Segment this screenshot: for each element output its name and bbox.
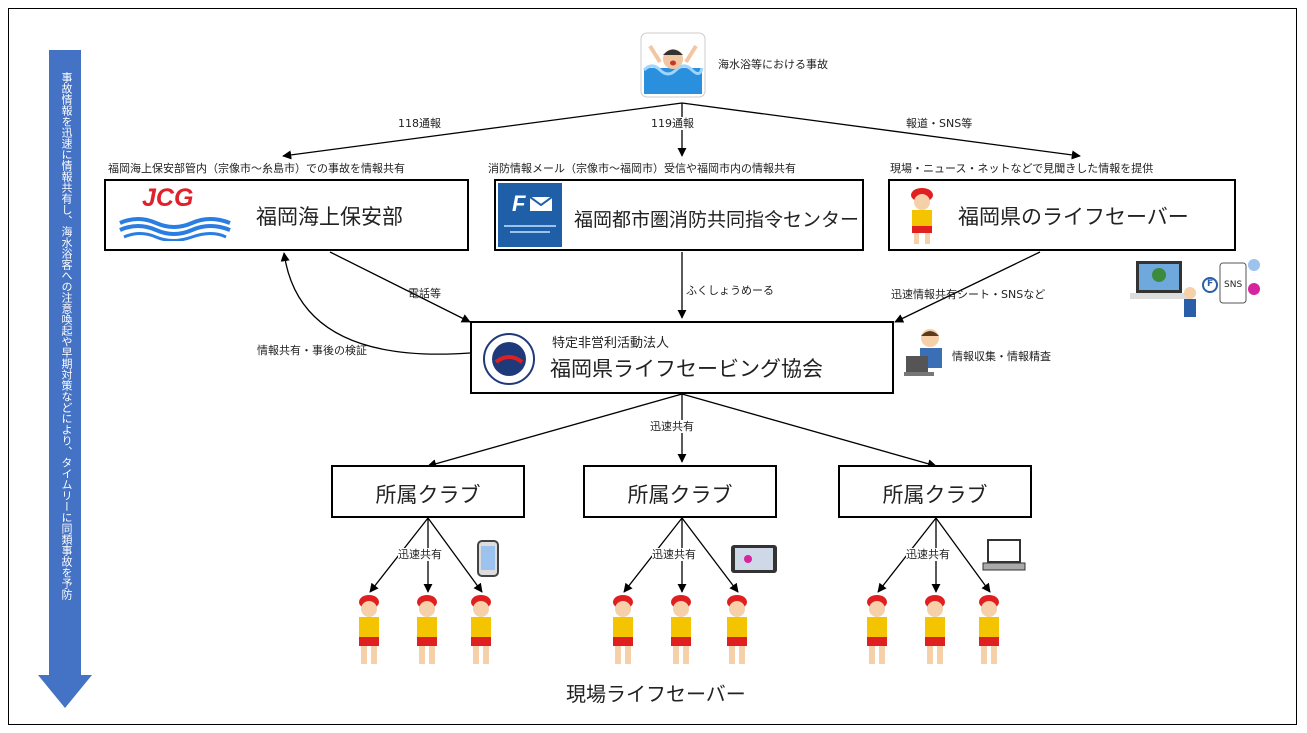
edge-assoc-club3 bbox=[681, 393, 937, 469]
club3-share-label: 迅速共有 bbox=[906, 548, 950, 562]
association-name: 福岡県ライフセービング協会 bbox=[550, 357, 823, 381]
coastguard-name: 福岡海上保安部 bbox=[256, 205, 403, 229]
jcg-logo-text: JCG bbox=[142, 184, 194, 212]
tablet-icon bbox=[731, 545, 777, 573]
fire-mail-logo: F bbox=[498, 183, 562, 247]
club-box-3: 所属クラブ bbox=[838, 465, 1032, 518]
coastguard-caption: 福岡海上保安部管内（宗像市～糸島市）での事故を情報共有 bbox=[108, 162, 405, 175]
club-box-2: 所属クラブ bbox=[583, 465, 777, 518]
club-name-3: 所属クラブ bbox=[882, 483, 988, 507]
fire-logo-letter: F bbox=[512, 191, 526, 216]
smartphone-icon bbox=[477, 540, 499, 577]
diagram-frame bbox=[8, 8, 1297, 725]
label-quickshare: 迅速情報共有シート・SNSなど bbox=[891, 288, 1046, 301]
fire-caption: 消防情報メール（宗像市～福岡市）受信や福岡市内の情報共有 bbox=[488, 162, 796, 175]
edge-feedback bbox=[280, 252, 471, 355]
media-devices-icon bbox=[1130, 259, 1260, 317]
edge-incident-lifesavers bbox=[681, 102, 1081, 160]
coastguard-box: JCG 福岡海上保安部 bbox=[104, 179, 469, 251]
side-arrow-text: 事故情報を迅速に情報共有し、海水浴客への注意喚起や早期対策などにより、タイムリー… bbox=[60, 72, 73, 600]
lifesavers-box: 福岡県のライフセーバー bbox=[888, 179, 1236, 251]
label-phone: 電話等 bbox=[408, 287, 441, 300]
incident-label: 海水浴等における事故 bbox=[718, 58, 828, 71]
footer-label: 現場ライフセーバー bbox=[566, 682, 746, 706]
association-subtitle: 特定非営利活動法人 bbox=[552, 336, 670, 351]
club2-share-label: 迅速共有 bbox=[652, 548, 696, 562]
channel-media: 報道・SNS等 bbox=[906, 117, 973, 130]
side-arrow bbox=[38, 50, 92, 708]
analyst-icon bbox=[904, 329, 942, 376]
lifesaver-icon bbox=[911, 188, 933, 244]
club-name-1: 所属クラブ bbox=[375, 483, 481, 507]
jcg-logo bbox=[119, 217, 231, 241]
label-feedback: 情報共有・事後の検証 bbox=[257, 344, 367, 357]
edge-assoc-club1 bbox=[427, 393, 683, 469]
club-box-1: 所属クラブ bbox=[331, 465, 525, 518]
sns-text: SNS bbox=[1224, 280, 1243, 290]
association-logo bbox=[483, 333, 535, 385]
label-rapid-share: 迅速共有 bbox=[650, 420, 694, 434]
lifesavers-caption: 現場・ニュース・ネットなどで見聞きした情報を提供 bbox=[890, 162, 1154, 175]
club1-share-label: 迅速共有 bbox=[398, 548, 442, 562]
mail-icon bbox=[530, 197, 552, 211]
label-fukushoumail: ふくしょうめーる bbox=[686, 284, 774, 297]
association-box: 特定非営利活動法人 福岡県ライフセービング協会 bbox=[470, 321, 894, 394]
laptop-icon bbox=[982, 539, 1026, 571]
lifesaver-figures bbox=[359, 595, 999, 664]
edge-incident-coastguard bbox=[282, 102, 683, 160]
facebook-icon: F bbox=[1207, 279, 1214, 289]
edge-lifesavers-association bbox=[894, 251, 1041, 323]
drowning-icon bbox=[640, 32, 706, 98]
fire-box: F 福岡都市圏消防共同指令センター bbox=[494, 179, 864, 251]
analysis-label: 情報収集・情報精査 bbox=[952, 350, 1051, 363]
edge-coastguard-association bbox=[329, 251, 471, 323]
lifesavers-name: 福岡県のライフセーバー bbox=[958, 205, 1189, 229]
club-name-2: 所属クラブ bbox=[627, 483, 733, 507]
channel-119: 119通報 bbox=[651, 117, 694, 131]
channel-118: 118通報 bbox=[398, 117, 441, 130]
fire-name: 福岡都市圏消防共同指令センター bbox=[574, 209, 860, 231]
